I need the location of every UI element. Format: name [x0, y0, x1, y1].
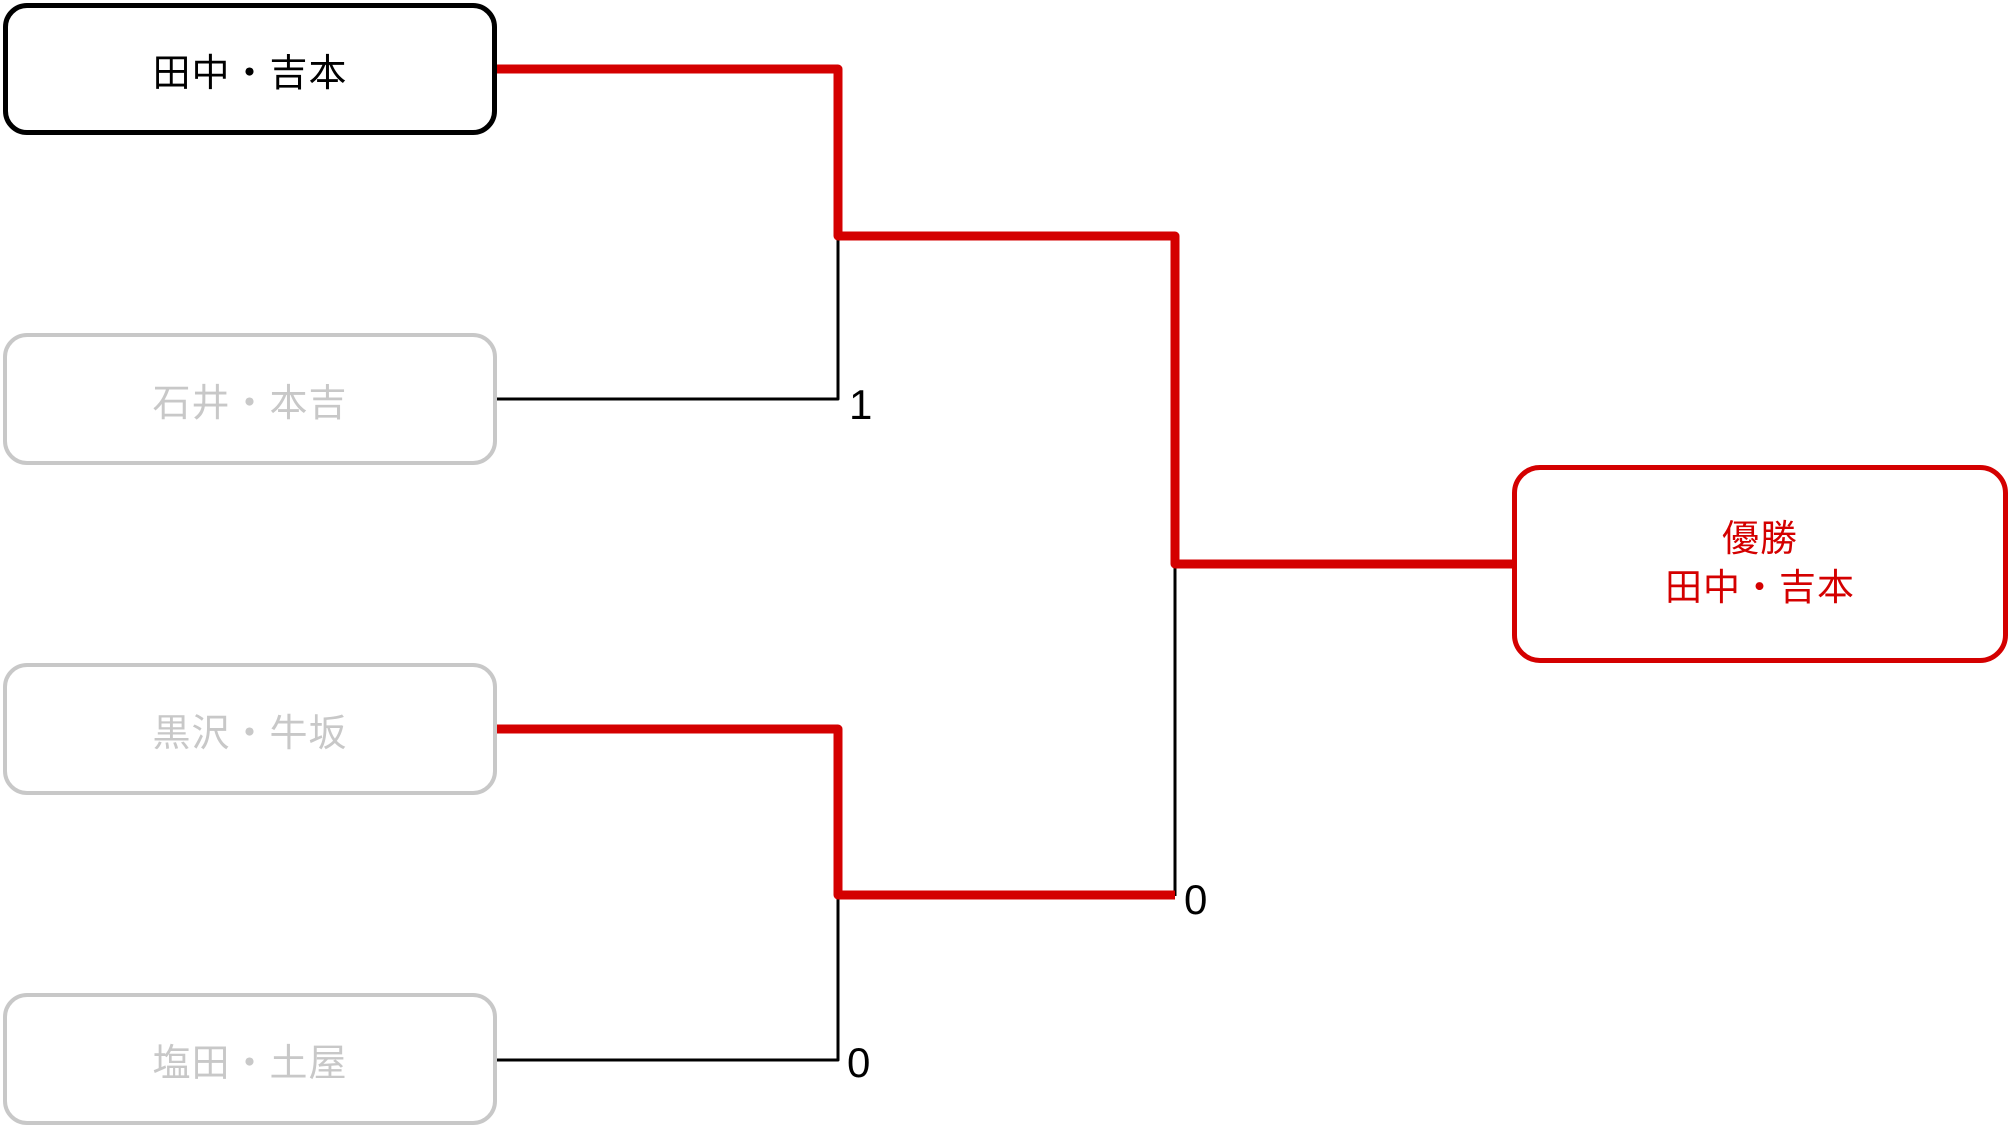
connector-champion-path — [497, 64, 1512, 569]
connector-round1-top-loser — [497, 237, 840, 401]
team-label: 田中・吉本 — [152, 52, 348, 95]
champion-name: 田中・吉本 — [1665, 567, 1855, 608]
connector-round1-bottom-loser — [497, 897, 840, 1062]
connector-round1-bottom-winner — [497, 724, 1175, 900]
team-box-ishii-motoyoshi[interactable]: 石井・本吉 — [3, 333, 497, 465]
team-box-shioda-tsuchiya[interactable]: 塩田・土屋 — [3, 993, 497, 1125]
team-label: 石井・本吉 — [152, 382, 348, 425]
score-final: 0 — [1184, 876, 1208, 923]
team-box-tanaka-yoshimoto[interactable]: 田中・吉本 — [3, 3, 497, 135]
score-round1-top: 1 — [849, 381, 873, 428]
team-label: 黒沢・牛坂 — [152, 712, 348, 755]
champion-box: 優勝 田中・吉本 — [1512, 465, 2008, 663]
team-label: 塩田・土屋 — [152, 1042, 348, 1085]
score-round1-bottom: 0 — [847, 1039, 871, 1086]
champion-title: 優勝 — [1722, 518, 1798, 560]
team-box-kurosawa-ushisaka[interactable]: 黒沢・牛坂 — [3, 663, 497, 795]
